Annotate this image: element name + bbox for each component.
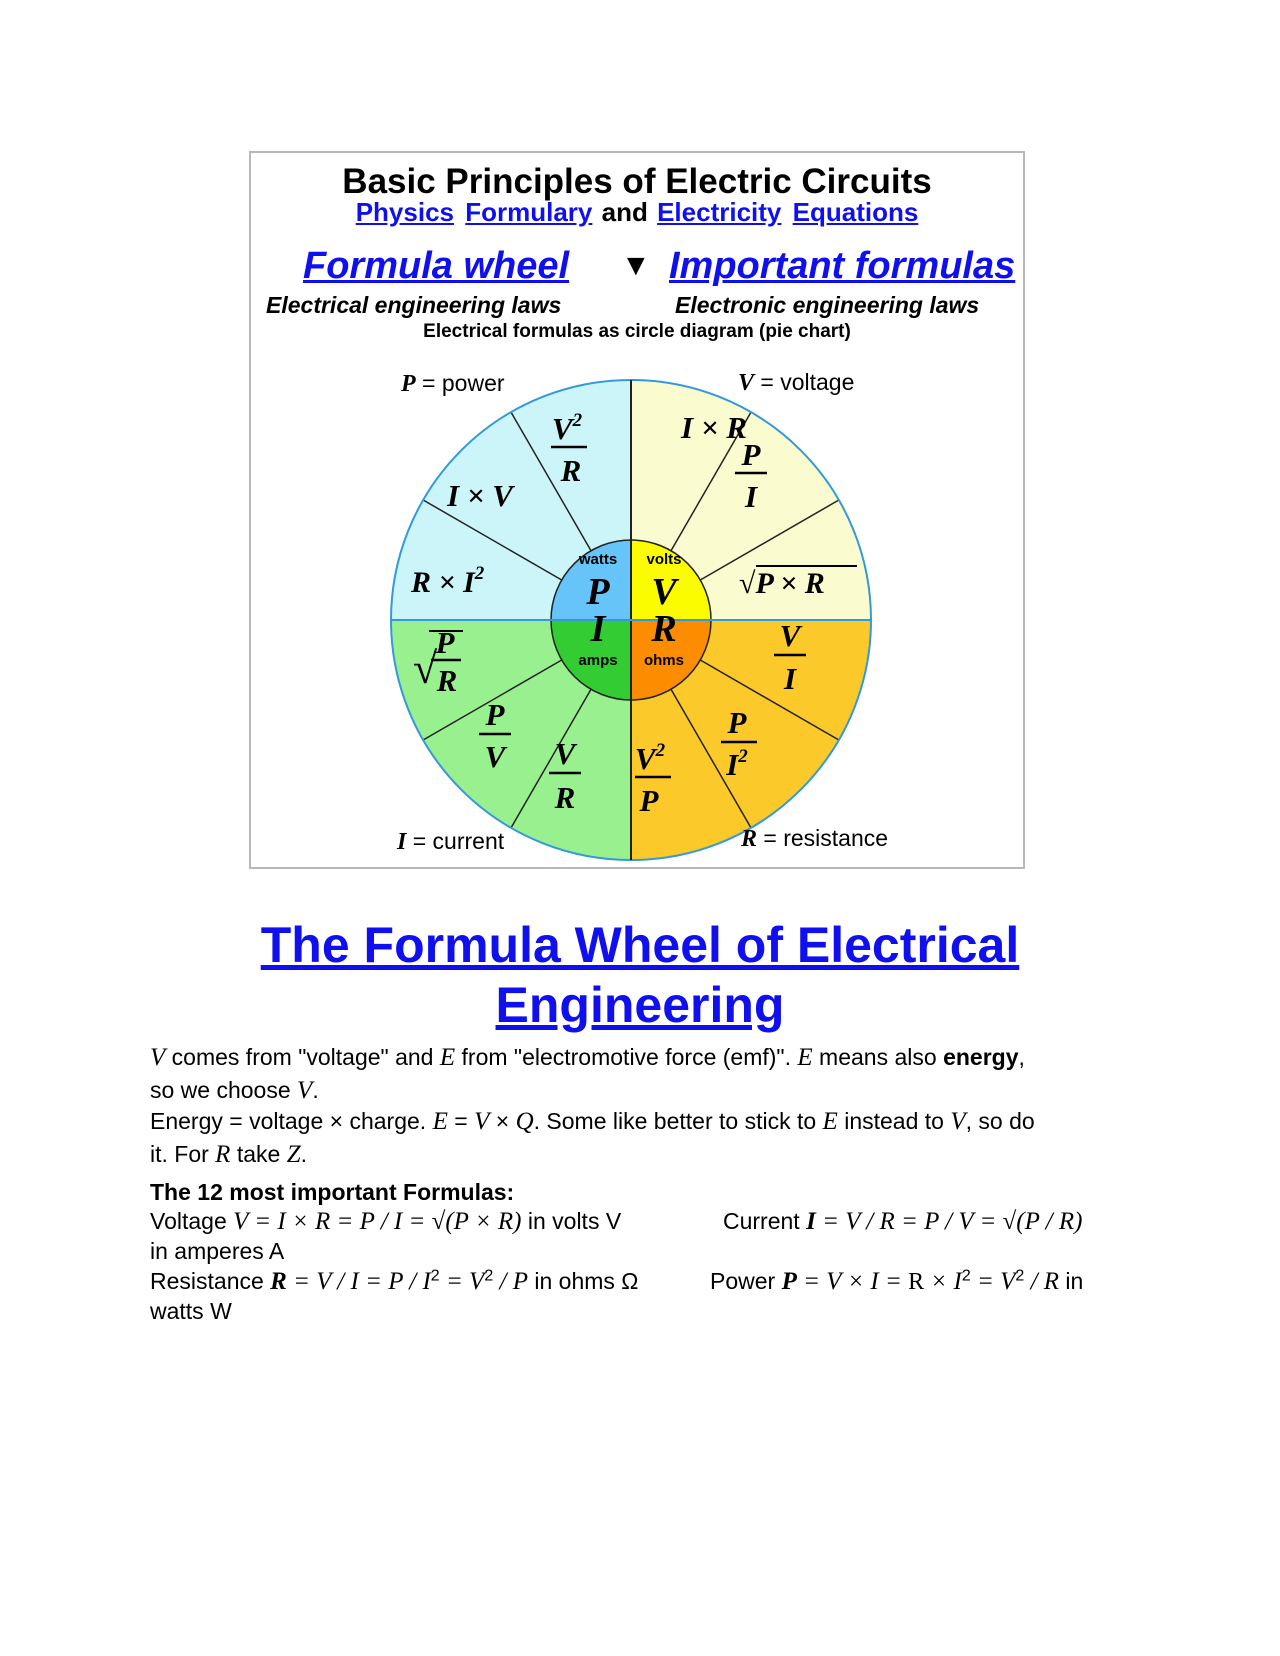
- formula-i-v-over-r-den: R: [554, 780, 576, 815]
- corner-power: P = power: [400, 370, 505, 397]
- formula-p-ri2: R × I2: [410, 563, 485, 599]
- sqrt-sign: √: [413, 644, 438, 693]
- formula-v-ir: I × R: [680, 410, 747, 445]
- current-unit-line: in amperes A: [150, 1238, 285, 1264]
- paragraph-voltage-emf: V comes from "voltage" and E from "elect…: [150, 1044, 1025, 1104]
- corner-current: I = current: [396, 828, 505, 855]
- formula-voltage-line: Voltage V = I × R = P / I = √(P × R) in …: [150, 1208, 622, 1235]
- figure-subtitle: Physics Formulary and Electricity Equati…: [251, 197, 1023, 228]
- link-equations[interactable]: Equations: [792, 197, 919, 227]
- wheel-spoke: [510, 688, 592, 829]
- formula-power-line: Power P = V × I = R × I2 = V2 / R in: [710, 1267, 1084, 1295]
- formula-r-v-over-i-num: V: [780, 618, 803, 653]
- link-important-formulas[interactable]: Important formulas: [669, 245, 1016, 287]
- center-ohms-label: ohms: [644, 652, 684, 669]
- quadrant-current: [391, 620, 631, 860]
- link-physics[interactable]: Physics: [355, 197, 454, 227]
- center-p: P: [585, 571, 610, 613]
- formula-v-p-over-i-num: P: [741, 437, 762, 472]
- formula-r-v2-over-p-num: V2: [635, 740, 666, 776]
- formula-r-v2-over-p-den: P: [639, 783, 660, 818]
- power-unit-line: watts W: [150, 1298, 232, 1324]
- corner-voltage: V = voltage: [738, 369, 854, 396]
- paragraph-energy: Energy = voltage × charge. E = V × Q. So…: [150, 1108, 1035, 1168]
- quadrant-power: [391, 380, 631, 620]
- wheel-spoke: [699, 499, 840, 581]
- center-amps-label: amps: [578, 652, 617, 669]
- main-title-line1[interactable]: The Formula Wheel of Electrical: [260, 917, 1020, 973]
- main-title-line2[interactable]: Engineering: [495, 977, 785, 1033]
- subtitle-and: and: [601, 197, 648, 227]
- center-watts: [551, 540, 631, 620]
- formula-i-p-over-v-num: P: [485, 697, 506, 732]
- formula-current-line: Current I = V / R = P / V = √(P / R): [723, 1208, 1083, 1235]
- formula-wheel: P = power V = voltage I = current R = re…: [390, 369, 888, 861]
- formula-v-p-over-i-den: I: [744, 479, 758, 514]
- wheel-wedges: [391, 380, 871, 860]
- formula-r-p-over-i2-num: P: [727, 705, 748, 740]
- law-electrical: Electrical engineering laws: [266, 292, 562, 318]
- center-amps: [551, 620, 631, 700]
- wheel-spoke: [422, 499, 563, 581]
- wheel-spoke: [422, 659, 563, 741]
- figure-caption: Electrical formulas as circle diagram (p…: [423, 321, 851, 342]
- formula-p-v2-over-r-num: V2: [552, 410, 583, 446]
- center-i: I: [590, 608, 607, 650]
- triangle-down-icon: ▼: [621, 249, 651, 282]
- main-title[interactable]: The Formula Wheel of Electrical Engineer…: [0, 915, 1280, 1035]
- law-electronic: Electronic engineering laws: [675, 292, 980, 318]
- wheel-spoke: [670, 688, 752, 829]
- center-ohms: [631, 620, 711, 700]
- corner-resistance: R = resistance: [740, 825, 888, 852]
- center-v: V: [651, 571, 679, 613]
- center-volts: [631, 540, 711, 620]
- wheel-spokes: [422, 411, 840, 829]
- formula-p-iv: I × V: [446, 478, 515, 513]
- wheel-spoke: [699, 659, 840, 741]
- formula-v-sqrt-pr: √P × R: [739, 567, 825, 600]
- center-r: R: [650, 608, 676, 650]
- link-formulary[interactable]: Formulary: [465, 197, 593, 227]
- formula-r-p-over-i2-den: I2: [725, 746, 748, 782]
- center-watts-label: watts: [578, 551, 617, 568]
- formula-i-sqrt-pr-den: R: [436, 663, 458, 698]
- link-formula-wheel[interactable]: Formula wheel: [303, 245, 570, 287]
- formula-wheel-figure: Basic Principles of Electric Circuits Ph…: [249, 151, 1025, 869]
- figure-title: Basic Principles of Electric Circuits: [342, 162, 932, 201]
- formula-i-v-over-r-num: V: [555, 736, 578, 771]
- formula-p-v2-over-r-den: R: [560, 453, 582, 488]
- wheel-spoke: [510, 411, 592, 552]
- quadrant-voltage: [631, 380, 871, 620]
- formulas-heading: The 12 most important Formulas:: [150, 1179, 515, 1205]
- wheel-spoke: [670, 411, 752, 552]
- quadrant-resistance: [631, 620, 871, 860]
- formula-resistance-line: Resistance R = V / I = P / I2 = V2 / P i…: [150, 1267, 639, 1295]
- center-volts-label: volts: [646, 551, 681, 568]
- formula-i-sqrt-pr-num: P: [435, 625, 456, 660]
- formula-r-v-over-i-den: I: [783, 661, 797, 696]
- formula-i-p-over-v-den: V: [485, 739, 508, 774]
- link-electricity[interactable]: Electricity: [657, 197, 782, 227]
